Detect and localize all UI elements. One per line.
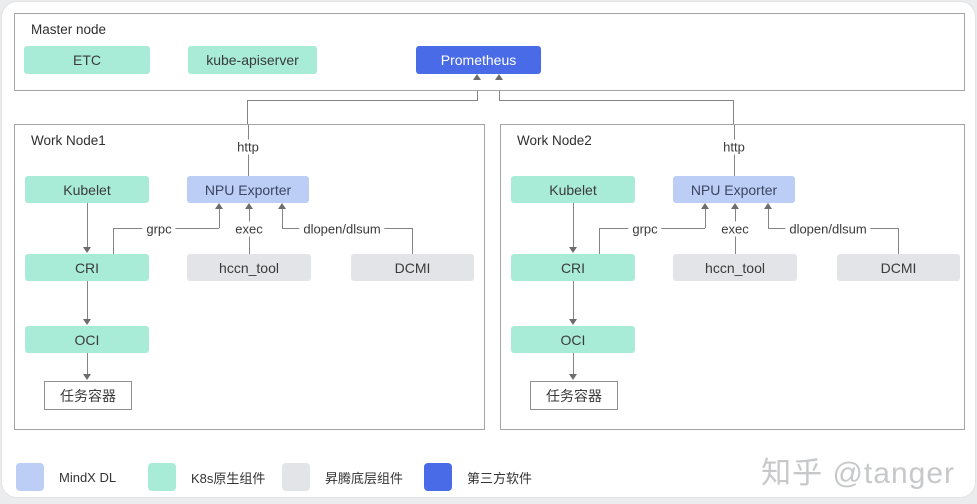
npu-exporter-box: NPU Exporter bbox=[673, 176, 795, 203]
edge-dlopen-vertical-dcmi bbox=[898, 228, 899, 254]
prometheus-box: Prometheus bbox=[416, 46, 541, 74]
edge-grpc-vertical-cri bbox=[113, 228, 114, 254]
edge-oci-to-task bbox=[87, 353, 88, 375]
legend-swatch-k8s-native bbox=[148, 463, 176, 491]
oci-box: OCI bbox=[511, 326, 635, 353]
edge-label-exec: exec bbox=[231, 221, 267, 237]
edge-label-dlopen: dlopen/dlsum bbox=[299, 221, 385, 237]
legend-item-k8s-native: K8s原生组件 bbox=[148, 463, 265, 491]
arrowhead-exec-npu bbox=[245, 203, 253, 209]
arrowhead-grpc-npu bbox=[215, 203, 223, 209]
cri-box: CRI bbox=[511, 254, 635, 281]
edge-node2-horizontal bbox=[499, 100, 734, 101]
edge-node2-http-upper bbox=[733, 100, 734, 124]
edge-grpc-vertical-cri bbox=[599, 228, 600, 254]
arrowhead-cri-oci bbox=[83, 319, 91, 325]
dcmi-box: DCMI bbox=[837, 254, 960, 281]
arrowhead-dlopen-npu bbox=[278, 203, 286, 209]
legend-label-third-party: 第三方软件 bbox=[467, 470, 533, 486]
arrowhead-kubelet-cri bbox=[83, 247, 91, 253]
edge-grpc-vertical-npu bbox=[705, 209, 706, 228]
legend-item-mindx-dl: MindX DL bbox=[16, 463, 116, 491]
arrowhead-node1-prometheus bbox=[473, 74, 481, 80]
master-node-title: Master node bbox=[31, 22, 107, 37]
edge-grpc-vertical-npu bbox=[219, 209, 220, 228]
edge-label-exec: exec bbox=[717, 221, 753, 237]
arrowhead-exec-npu bbox=[731, 203, 739, 209]
edge-dlopen-vertical-dcmi bbox=[412, 228, 413, 254]
kubelet-box: Kubelet bbox=[511, 176, 635, 203]
edge-label-http: http bbox=[233, 139, 263, 155]
legend-label-mindx-dl: MindX DL bbox=[59, 469, 117, 485]
edge-node1-http-upper bbox=[247, 100, 248, 124]
edge-cri-to-oci bbox=[573, 281, 574, 320]
edge-label-http: http bbox=[719, 139, 749, 155]
oci-box: OCI bbox=[25, 326, 149, 353]
arrowhead-cri-oci bbox=[569, 319, 577, 325]
task-container-box: 任务容器 bbox=[530, 381, 618, 410]
legend-item-third-party: 第三方软件 bbox=[424, 463, 532, 491]
kube-apiserver-box: kube-apiserver bbox=[188, 46, 317, 74]
dcmi-box: DCMI bbox=[351, 254, 474, 281]
etc-box: ETC bbox=[24, 46, 150, 74]
arrowhead-node2-prometheus bbox=[495, 74, 503, 80]
cri-box: CRI bbox=[25, 254, 149, 281]
legend-item-ascend-base: 昇腾底层组件 bbox=[282, 463, 403, 491]
work-node-1-title: Work Node1 bbox=[31, 133, 106, 148]
arrowhead-kubelet-cri bbox=[569, 247, 577, 253]
legend-swatch-ascend-base bbox=[282, 463, 310, 491]
edge-node1-horizontal bbox=[247, 100, 478, 101]
arrowhead-oci-task bbox=[569, 374, 577, 380]
edge-dlopen-vertical-npu bbox=[282, 209, 283, 228]
edge-cri-to-oci bbox=[87, 281, 88, 320]
legend-label-ascend-base: 昇腾底层组件 bbox=[325, 470, 404, 486]
legend-swatch-third-party bbox=[424, 463, 452, 491]
edge-oci-to-task bbox=[573, 353, 574, 375]
work-node-2-title: Work Node2 bbox=[517, 133, 592, 148]
work-node-2-group: Work Node2 http grpc exec dlopen/dlsum K… bbox=[500, 124, 965, 430]
arrowhead-dlopen-npu bbox=[764, 203, 772, 209]
task-container-box: 任务容器 bbox=[44, 381, 132, 410]
edge-label-grpc: grpc bbox=[142, 221, 176, 237]
npu-exporter-box: NPU Exporter bbox=[187, 176, 309, 203]
kubelet-box: Kubelet bbox=[25, 176, 149, 203]
edge-kubelet-to-cri bbox=[87, 203, 88, 248]
watermark-text: 知乎 @tanger bbox=[761, 457, 955, 490]
edge-label-grpc: grpc bbox=[628, 221, 662, 237]
edge-label-dlopen: dlopen/dlsum bbox=[785, 221, 871, 237]
arrowhead-grpc-npu bbox=[701, 203, 709, 209]
edge-kubelet-to-cri bbox=[573, 203, 574, 248]
work-node-1-group: Work Node1 http grpc exec dlopen/dlsum K… bbox=[14, 124, 485, 430]
master-node-group: Master node ETC kube-apiserver Prometheu… bbox=[14, 13, 965, 91]
legend-swatch-mindx-dl bbox=[16, 463, 44, 491]
arrowhead-oci-task bbox=[83, 374, 91, 380]
edge-dlopen-vertical-npu bbox=[768, 209, 769, 228]
hccn-tool-box: hccn_tool bbox=[673, 254, 797, 281]
hccn-tool-box: hccn_tool bbox=[187, 254, 311, 281]
legend-label-k8s-native: K8s原生组件 bbox=[191, 470, 266, 486]
